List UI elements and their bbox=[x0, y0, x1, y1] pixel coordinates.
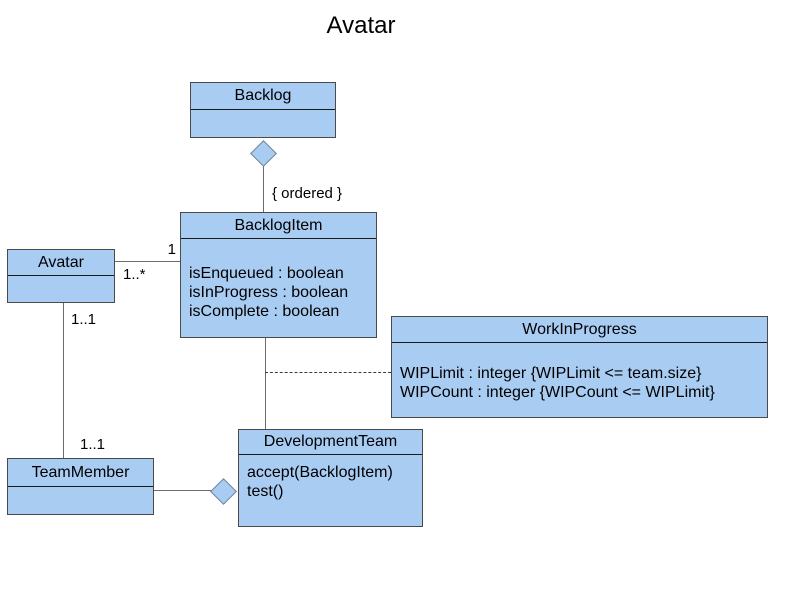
attribute-isenqueued: isEnqueued : boolean bbox=[189, 264, 344, 282]
method-accept: accept(BacklogItem) bbox=[247, 464, 393, 481]
class-teammember-name: TeamMember bbox=[8, 459, 153, 487]
attribute-wipcount: WIPCount : integer {WIPCount <= WIPLimit… bbox=[400, 384, 715, 401]
class-workinprogress-attributes: WIPLimit : integer {WIPLimit <= team.siz… bbox=[392, 343, 767, 417]
class-workinprogress-name: WorkInProgress bbox=[392, 317, 767, 343]
class-backlogitem[interactable]: BacklogItem isEnqueued : boolean isInPro… bbox=[180, 212, 377, 338]
edge-backlogitem-devteam bbox=[265, 338, 266, 430]
aggregation-diamond-developmentteam bbox=[210, 478, 237, 505]
edge-teammember-devteam bbox=[154, 490, 218, 491]
method-test: test() bbox=[247, 483, 284, 500]
attribute-iscomplete: isComplete : boolean bbox=[189, 302, 340, 320]
class-developmentteam-methods: accept(BacklogItem) test() bbox=[239, 455, 422, 526]
class-avatar-name: Avatar bbox=[8, 250, 114, 276]
class-backlogitem-name: BacklogItem bbox=[181, 213, 376, 239]
multiplicity-label-one-many: 1..* bbox=[123, 266, 146, 283]
edge-avatar-backlogitem bbox=[115, 261, 180, 262]
class-backlog[interactable]: Backlog bbox=[190, 82, 336, 138]
class-workinprogress[interactable]: WorkInProgress WIPLimit : integer {WIPLi… bbox=[391, 316, 768, 418]
multiplicity-label-one-one-upper: 1..1 bbox=[71, 311, 97, 328]
edge-avatar-teammember bbox=[63, 303, 64, 458]
attribute-isinprogress: isInProgress : boolean bbox=[189, 283, 349, 301]
class-developmentteam[interactable]: DevelopmentTeam accept(BacklogItem) test… bbox=[238, 429, 423, 527]
class-backlogitem-attributes: isEnqueued : boolean isInProgress : bool… bbox=[181, 239, 376, 337]
multiplicity-label-one: 1 bbox=[167, 241, 176, 258]
class-teammember[interactable]: TeamMember bbox=[7, 458, 154, 515]
class-backlog-name: Backlog bbox=[191, 83, 335, 110]
class-avatar[interactable]: Avatar bbox=[7, 249, 115, 303]
aggregation-diamond-backlog bbox=[250, 140, 277, 167]
class-developmentteam-name: DevelopmentTeam bbox=[239, 430, 422, 455]
constraint-label-ordered: { ordered } bbox=[272, 185, 343, 202]
attribute-wiplimit: WIPLimit : integer {WIPLimit <= team.siz… bbox=[400, 365, 702, 382]
multiplicity-label-one-one-lower: 1..1 bbox=[80, 436, 106, 453]
edge-backlog-backlogitem bbox=[263, 166, 264, 213]
page-title: Avatar bbox=[326, 12, 396, 39]
edge-dashed-backlogitem-workinprogress bbox=[265, 372, 391, 373]
